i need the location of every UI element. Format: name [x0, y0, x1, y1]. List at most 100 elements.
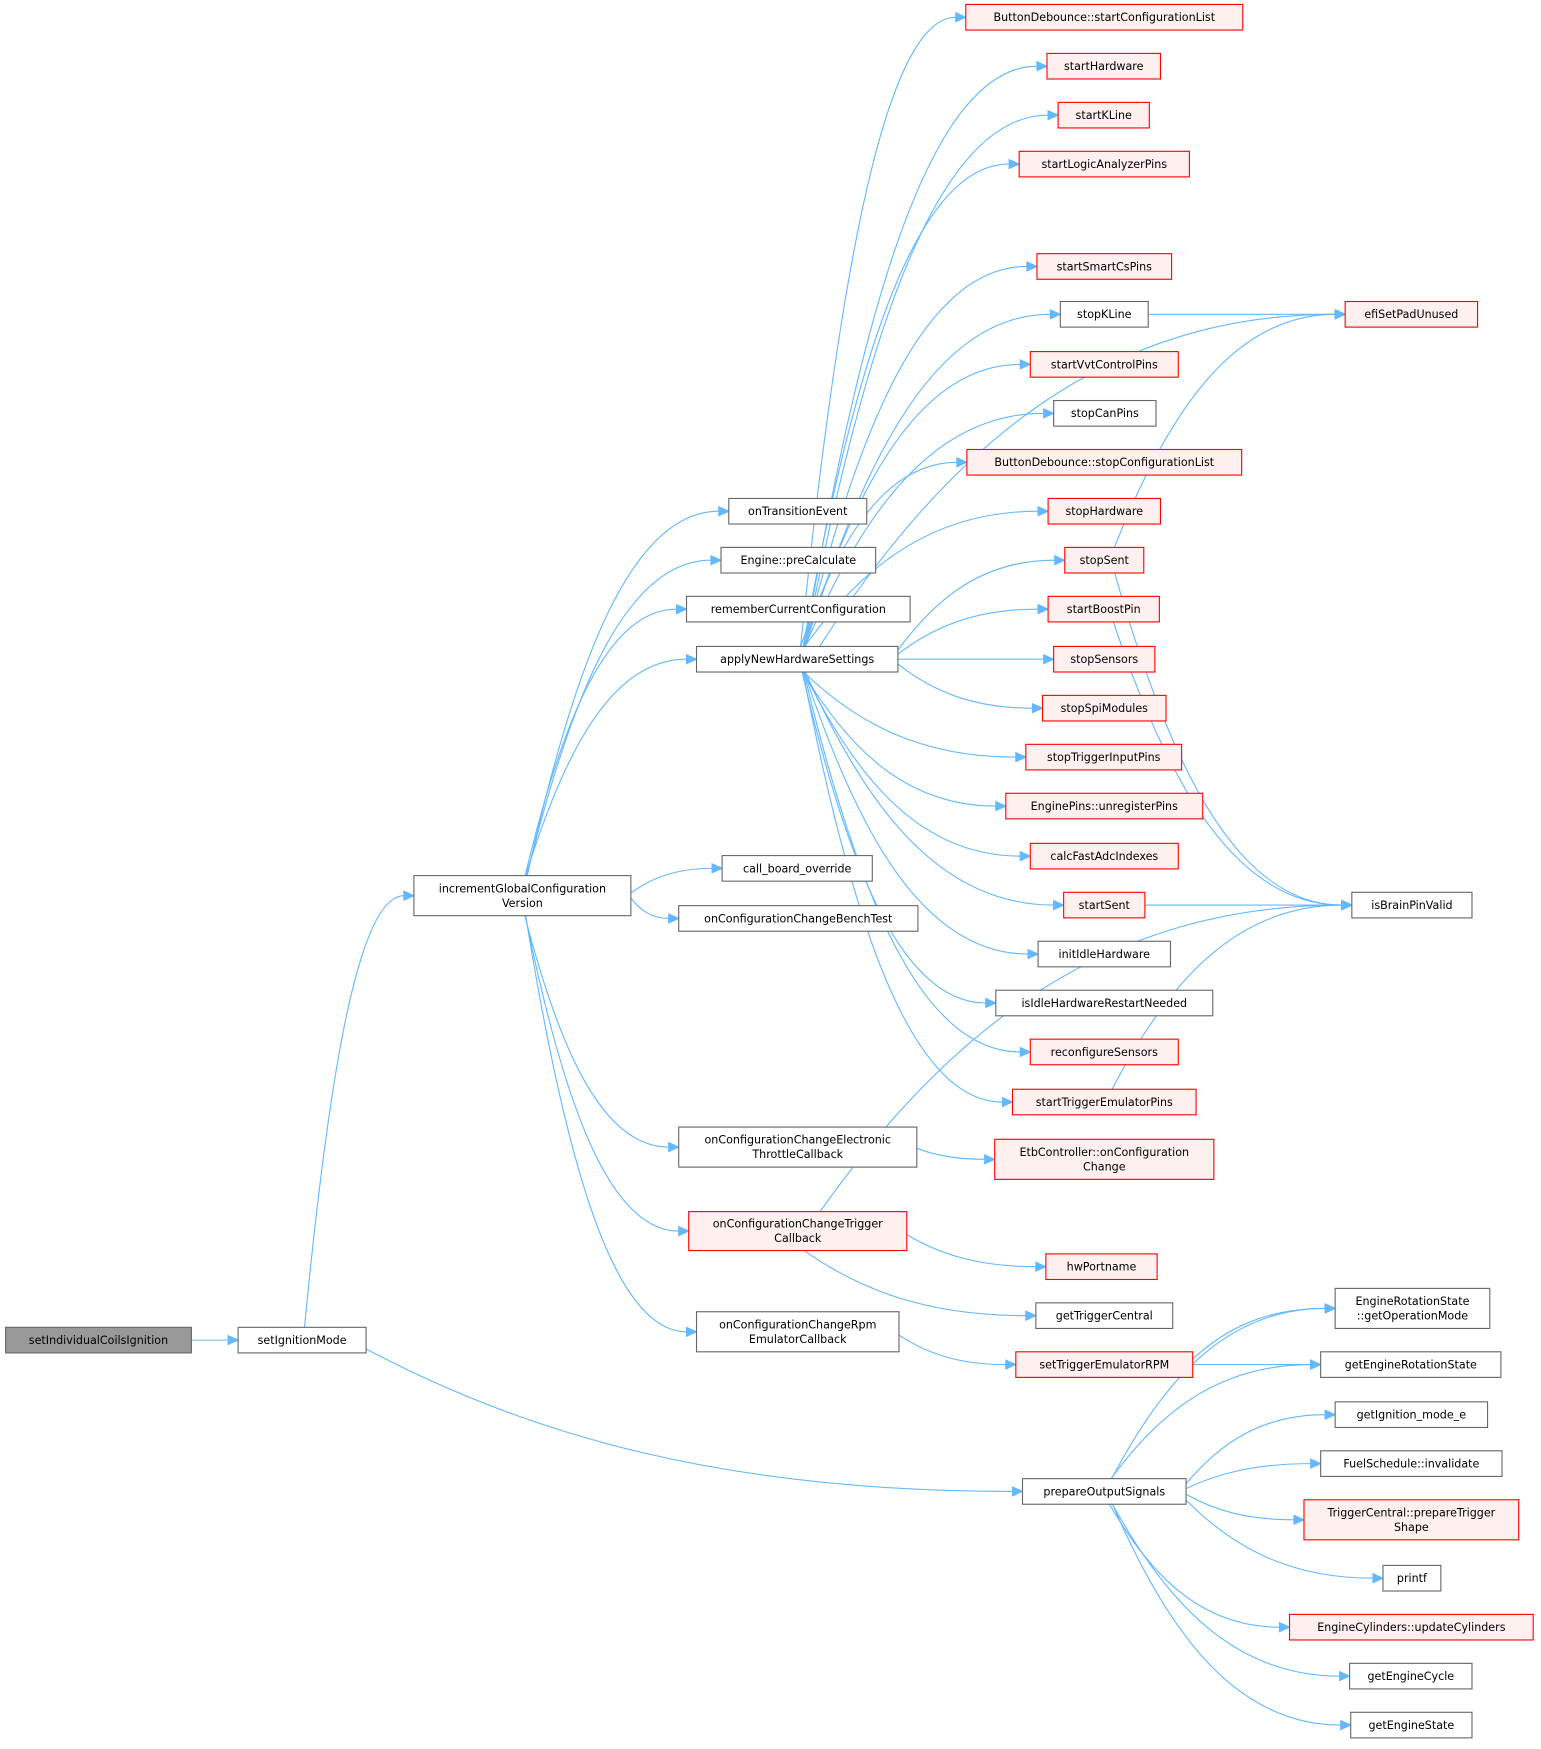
node-box	[1005, 792, 1204, 820]
edge-onConfigurationChangeRpmEmulatorCallback-to-setTriggerEmulatorRPM	[898, 1334, 1018, 1370]
arrowhead-icon	[675, 603, 688, 615]
node-box	[695, 1311, 900, 1353]
edge-stopSent-to-efiSetPadUnused	[1113, 309, 1347, 548]
edge-onConfigurationChangeTriggerCallback-to-getTriggerCentral	[803, 1250, 1038, 1321]
edge-setIgnitionMode-to-prepareOutputSignals	[365, 1348, 1024, 1497]
arrowhead-icon	[995, 800, 1008, 812]
node-box	[678, 1126, 918, 1168]
node-startSmartCsPins[interactable]: startSmartCsPins	[1036, 253, 1173, 280]
arrowhead-icon	[1043, 408, 1056, 419]
node-reconfigureSensors[interactable]: reconfigureSensors	[1029, 1038, 1179, 1066]
node-onConfigurationChangeElectronicThrottleCallback[interactable]: onConfigurationChangeElectronicThrottleC…	[678, 1126, 918, 1168]
node-label: getEngineState	[1368, 1719, 1454, 1732]
node-getEngineCycle[interactable]: getEngineCycle	[1349, 1662, 1473, 1690]
node-preCalculate[interactable]: Engine::preCalculate	[720, 546, 877, 574]
node-box	[1029, 842, 1179, 870]
edge-prepareOutputSignals-to-printf	[1185, 1499, 1385, 1584]
node-prepareOutputSignals[interactable]: prepareOutputSignals	[1021, 1478, 1187, 1505]
arrowhead-icon	[1341, 899, 1354, 911]
node-initIdleHardware[interactable]: initIdleHardware	[1037, 940, 1172, 968]
node-stopKLine[interactable]: stopKLine	[1059, 300, 1149, 328]
node-isBrainPinValid[interactable]: isBrainPinValid	[1351, 891, 1473, 919]
arrowhead-icon	[685, 1326, 698, 1338]
node-label: getEngineRotationState	[1345, 1358, 1477, 1371]
node-box	[5, 1326, 192, 1354]
node-startLogicAnalyzerPins[interactable]: startLogicAnalyzerPins	[1018, 150, 1190, 178]
arrowhead-icon	[1339, 1670, 1351, 1682]
node-hwPortname[interactable]: hwPortname	[1045, 1253, 1158, 1281]
node-label: isIdleHardwareRestartNeeded	[1021, 997, 1187, 1010]
node-startConfigurationList[interactable]: ButtonDebounce::startConfigurationList	[965, 3, 1244, 31]
node-getEngineState[interactable]: getEngineState	[1350, 1711, 1473, 1739]
node-call_board_override[interactable]: call_board_override	[721, 855, 873, 882]
arrowhead-icon	[1324, 1303, 1337, 1314]
node-startTriggerEmulatorPins[interactable]: startTriggerEmulatorPins	[1011, 1088, 1197, 1116]
node-startVvtControlPins[interactable]: startVvtControlPins	[1029, 351, 1179, 378]
node-calcFastAdcIndexes[interactable]: calcFastAdcIndexes	[1029, 842, 1179, 870]
node-box	[1320, 1450, 1503, 1477]
arrowhead-icon	[1324, 1409, 1337, 1420]
node-startKLine[interactable]: startKLine	[1057, 101, 1150, 129]
node-stopSensors[interactable]: stopSensors	[1053, 645, 1156, 673]
node-startSent[interactable]: startSent	[1063, 891, 1146, 919]
node-efiSetPadUnused[interactable]: efiSetPadUnused	[1344, 300, 1479, 328]
edge-applyNewHardwareSettings-to-stopSensors	[897, 653, 1056, 665]
node-getOperationMode[interactable]: EngineRotationState::getOperationMode	[1334, 1287, 1491, 1329]
node-rememberCurrentConfiguration[interactable]: rememberCurrentConfiguration	[685, 595, 911, 623]
node-box	[1063, 891, 1146, 919]
node-box	[1350, 1711, 1473, 1739]
node-getTriggerCentral[interactable]: getTriggerCentral	[1035, 1302, 1174, 1329]
node-startHardware[interactable]: startHardware	[1046, 52, 1162, 80]
node-label: applyNewHardwareSettings	[720, 653, 874, 666]
node-box	[1011, 1088, 1197, 1116]
node-stopTriggerInputPins[interactable]: stopTriggerInputPins	[1025, 743, 1183, 771]
node-box	[1382, 1564, 1442, 1592]
node-label: Engine::preCalculate	[740, 554, 856, 567]
node-box	[1351, 891, 1473, 919]
node-label: EnginePins::unregisterPins	[1031, 800, 1178, 813]
node-stopConfigurationList[interactable]: ButtonDebounce::stopConfigurationList	[966, 448, 1243, 476]
arrowhead-icon	[1054, 554, 1067, 566]
node-label: hwPortname	[1067, 1261, 1137, 1274]
arrowhead-icon	[1310, 1359, 1323, 1370]
node-label: getIgnition_mode_e	[1357, 1409, 1467, 1422]
node-stopSent[interactable]: stopSent	[1064, 546, 1145, 574]
node-fuelScheduleInvalidate[interactable]: FuelSchedule::invalidate	[1320, 1450, 1503, 1477]
node-label: onConfigurationChangeTrigger	[713, 1218, 883, 1231]
edge-applyNewHardwareSettings-to-initIdleHardware	[803, 671, 1040, 960]
edge-incrementGlobalConfigurationVersion-to-onConfigurationChangeTriggerCallback	[524, 915, 691, 1237]
node-setTriggerEmulatorRPM[interactable]: setTriggerEmulatorRPM	[1015, 1351, 1194, 1378]
node-box	[1349, 1662, 1473, 1690]
node-label: efiSetPadUnused	[1364, 308, 1458, 321]
node-box	[1035, 1302, 1174, 1329]
node-box	[1036, 253, 1173, 280]
node-getEngineRotationState[interactable]: getEngineRotationState	[1320, 1351, 1502, 1378]
arrowhead-icon	[1037, 505, 1050, 517]
node-startBoostPin[interactable]: startBoostPin	[1047, 595, 1160, 623]
node-label: startHardware	[1064, 60, 1144, 73]
node-printf[interactable]: printf	[1382, 1564, 1442, 1592]
node-setIgnitionMode[interactable]: setIgnitionMode	[237, 1326, 367, 1354]
node-isIdleHardwareRestartNeeded[interactable]: isIdleHardwareRestartNeeded	[995, 989, 1214, 1017]
node-label: stopCanPins	[1071, 407, 1139, 420]
node-unregisterPins[interactable]: EnginePins::unregisterPins	[1005, 792, 1204, 820]
edge-setIgnitionMode-to-incrementGlobalConfigurationVersion	[303, 890, 416, 1328]
node-box	[1288, 1613, 1534, 1641]
node-onConfigurationChangeBenchTest[interactable]: onConfigurationChangeBenchTest	[678, 905, 919, 932]
node-stopSpiModules[interactable]: stopSpiModules	[1041, 694, 1167, 722]
node-getIgnition_mode_e[interactable]: getIgnition_mode_e	[1334, 1401, 1489, 1429]
node-label: ::getOperationMode	[1357, 1310, 1468, 1323]
node-updateCylinders[interactable]: EngineCylinders::updateCylinders	[1288, 1613, 1534, 1641]
node-onTransitionEvent[interactable]: onTransitionEvent	[728, 497, 868, 525]
node-stopCanPins[interactable]: stopCanPins	[1053, 399, 1157, 427]
node-box	[1018, 150, 1190, 178]
node-label: ThrottleCallback	[751, 1148, 843, 1161]
node-setIndividualCoilsIgnition[interactable]: setIndividualCoilsIgnition	[5, 1326, 192, 1354]
node-stopHardware[interactable]: stopHardware	[1047, 497, 1162, 525]
node-applyNewHardwareSettings[interactable]: applyNewHardwareSettings	[695, 645, 899, 673]
node-etbOnConfigurationChange[interactable]: EtbController::onConfigurationChange	[994, 1138, 1215, 1180]
